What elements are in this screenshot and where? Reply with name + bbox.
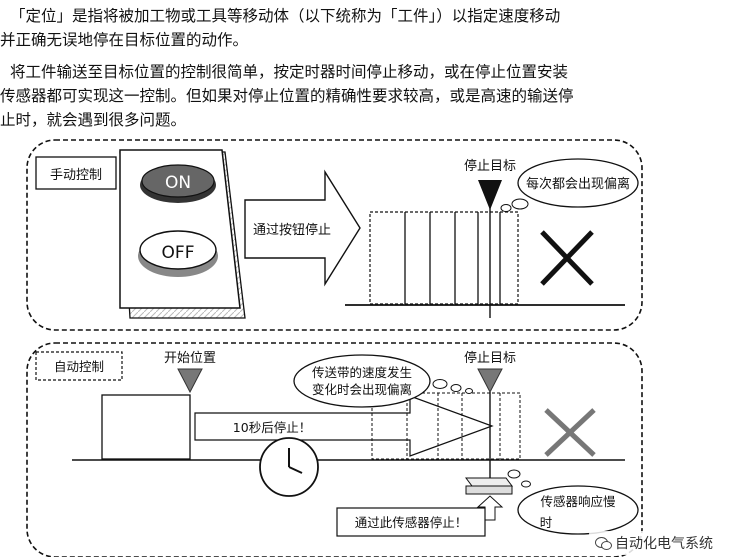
response-text-1: 传感器响应慢 — [540, 494, 616, 509]
manual-cloud-text: 每次都会出现偏离 — [526, 176, 630, 192]
manual-target-label: 停止目标 — [464, 158, 516, 174]
auto-start-label: 开始位置 — [164, 351, 216, 366]
wechat-icon — [595, 536, 612, 550]
auto-cloud-text-2: 变化时会出现偏离 — [312, 382, 412, 397]
manual-x-mark-b — [540, 230, 594, 286]
auto-target-marker — [477, 368, 503, 394]
manual-big-arrow — [244, 169, 361, 287]
sensor-top — [465, 477, 513, 487]
intro-line-3: 将工件输送至目标位置的控制很简单，按定时器时间停止移动，或在停止位置安装 — [10, 63, 569, 81]
auto-panel-frame — [26, 342, 643, 557]
on-button-label: ON — [165, 173, 191, 193]
auto-start-workpiece — [101, 394, 191, 460]
manual-cloud-dot-1 — [511, 198, 529, 210]
sensor-text: 通过此传感器停止！ — [355, 515, 468, 530]
auto-workpiece-outline — [371, 392, 521, 460]
intro-line-5: 止时，就会遇到很多问题。 — [0, 111, 187, 129]
manual-cloud — [517, 158, 639, 208]
sensor-text-box — [336, 507, 486, 537]
off-button-label: OFF — [162, 243, 195, 263]
intro-line-4: 传感器都可实现这一控制。但如果对停止位置的精确性要求较高，或是高速的输送停 — [0, 87, 574, 105]
response-cloud-dot-2 — [521, 480, 531, 488]
response-text-2: 时 — [540, 515, 553, 530]
manual-arrow-label: 通过按钮停止 — [253, 222, 331, 238]
auto-start-marker — [177, 368, 203, 394]
auto-cloud-text-1: 传送带的速度发生 — [312, 365, 412, 380]
auto-long-arrow — [194, 395, 494, 457]
intro-line-2: 并正确无误地停在目标位置的动作。 — [0, 31, 249, 49]
auto-arrow-label: 10秒后停止！ — [233, 420, 311, 435]
auto-cloud-dot-3 — [465, 388, 473, 394]
on-button — [141, 164, 215, 198]
manual-cloud-dot-2 — [500, 204, 512, 212]
manual-workpiece-outline — [369, 211, 519, 305]
sensor-icon — [465, 485, 513, 495]
intro-line-1: 「定位」是指将被加工物或工具等移动体（以下统称为「工件」）以指定速度移动 — [10, 7, 561, 25]
manual-target-marker — [478, 180, 502, 210]
auto-label: 自动控制 — [54, 359, 104, 374]
off-button — [139, 230, 217, 270]
auto-label-box — [35, 351, 123, 381]
auto-cloud-dot-2 — [450, 384, 462, 392]
auto-target-label: 停止目标 — [464, 350, 516, 366]
auto-cloud-dot-1 — [432, 379, 448, 389]
auto-x-mark-b — [544, 408, 596, 457]
clock-hand-hour — [288, 466, 303, 474]
response-cloud — [517, 485, 639, 535]
manual-label-box — [35, 156, 117, 190]
manual-panel-frame — [26, 139, 643, 331]
auto-cloud — [293, 354, 431, 408]
watermark-text: 自动化电气系统 — [615, 536, 713, 552]
manual-label: 手动控制 — [50, 168, 102, 183]
watermark: 自动化电气系统 — [589, 531, 719, 555]
response-cloud-dot-1 — [507, 469, 521, 479]
